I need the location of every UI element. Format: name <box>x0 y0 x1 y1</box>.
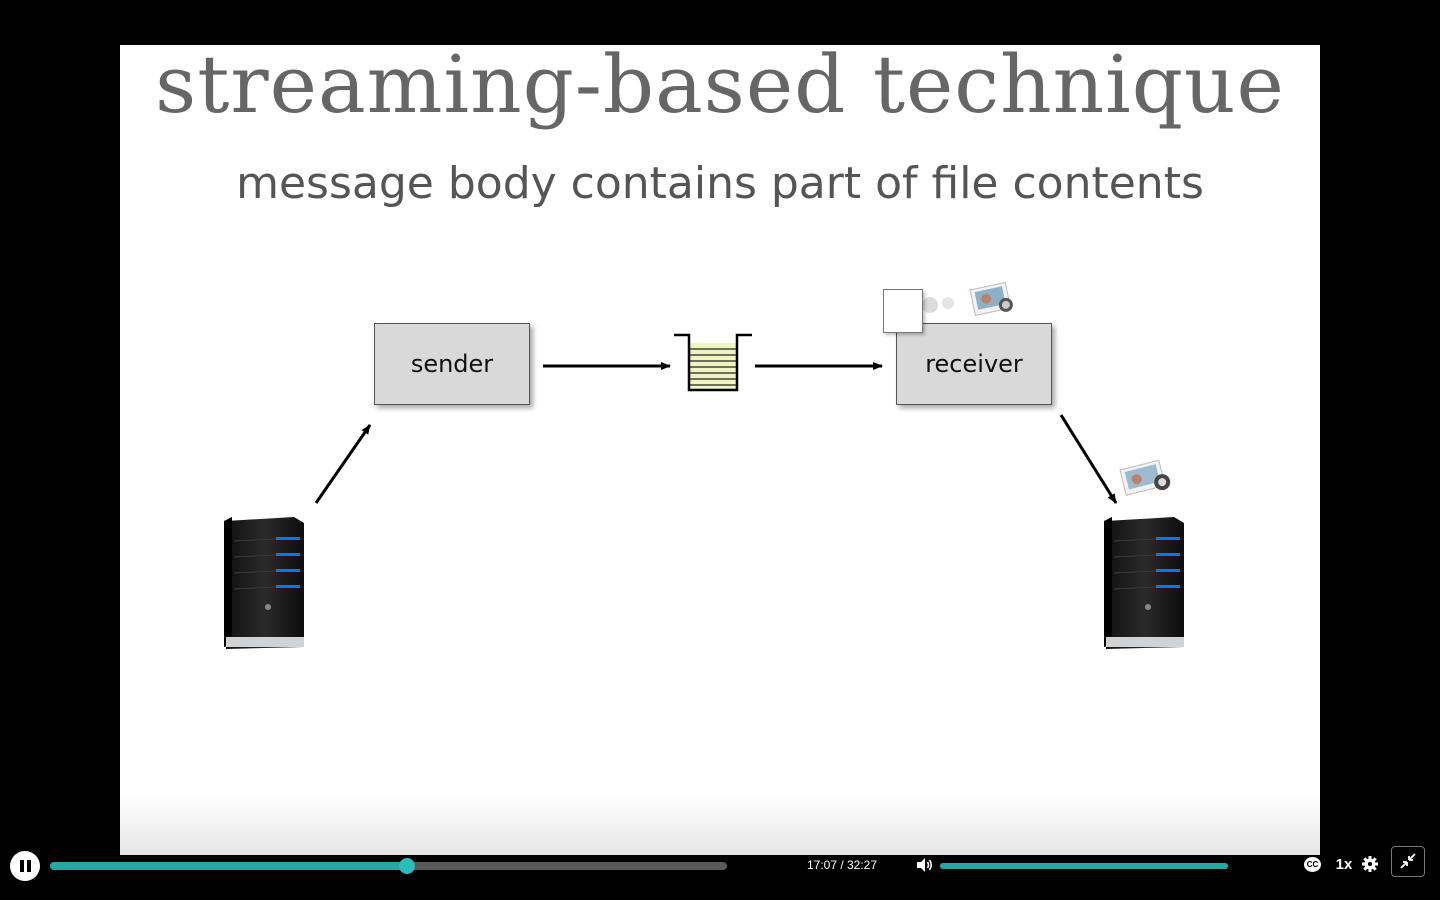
volume-slider[interactable] <box>940 863 1228 869</box>
server-icon <box>1104 517 1184 649</box>
playback-speed-button[interactable]: 1x <box>1335 856 1353 873</box>
photo-stack-icon <box>969 281 1013 317</box>
gear-icon <box>1362 856 1378 872</box>
settings-button[interactable] <box>1361 855 1379 873</box>
document-page-icon <box>883 289 923 333</box>
seek-bar-progress <box>50 862 408 870</box>
photo-stack-icon <box>922 297 954 313</box>
seek-bar[interactable] <box>50 858 727 874</box>
closed-captions-button[interactable]: CC <box>1304 857 1321 872</box>
slide-bottom-fade <box>120 795 1320 855</box>
pause-button[interactable] <box>10 851 40 881</box>
player-controls: 17:07 / 32:27 CC 1x <box>0 845 1440 885</box>
volume-button[interactable] <box>914 855 934 875</box>
pause-icon <box>26 860 31 872</box>
server-icon <box>224 517 304 649</box>
exit-fullscreen-button[interactable] <box>1391 846 1425 877</box>
arrow-receiver-to-server <box>1059 414 1118 504</box>
arrow-server-to-sender <box>314 424 372 504</box>
slide-frame[interactable]: streaming-based technique message body c… <box>120 45 1320 855</box>
slide-title: streaming-based technique <box>155 45 1285 131</box>
receiver-box: receiver <box>896 323 1052 405</box>
pause-icon <box>19 860 24 872</box>
exit-fullscreen-icon <box>1400 853 1416 869</box>
photo-stack-icon <box>1119 459 1171 496</box>
time-display: 17:07 / 32:27 <box>806 858 878 872</box>
sender-box: sender <box>374 323 530 405</box>
diagram <box>224 281 1184 649</box>
volume-level <box>940 863 1228 869</box>
slide-subtitle: message body contains part of file conte… <box>236 158 1204 209</box>
message-queue-icon <box>674 333 752 392</box>
seek-handle[interactable] <box>399 858 416 874</box>
volume-icon <box>917 858 933 872</box>
